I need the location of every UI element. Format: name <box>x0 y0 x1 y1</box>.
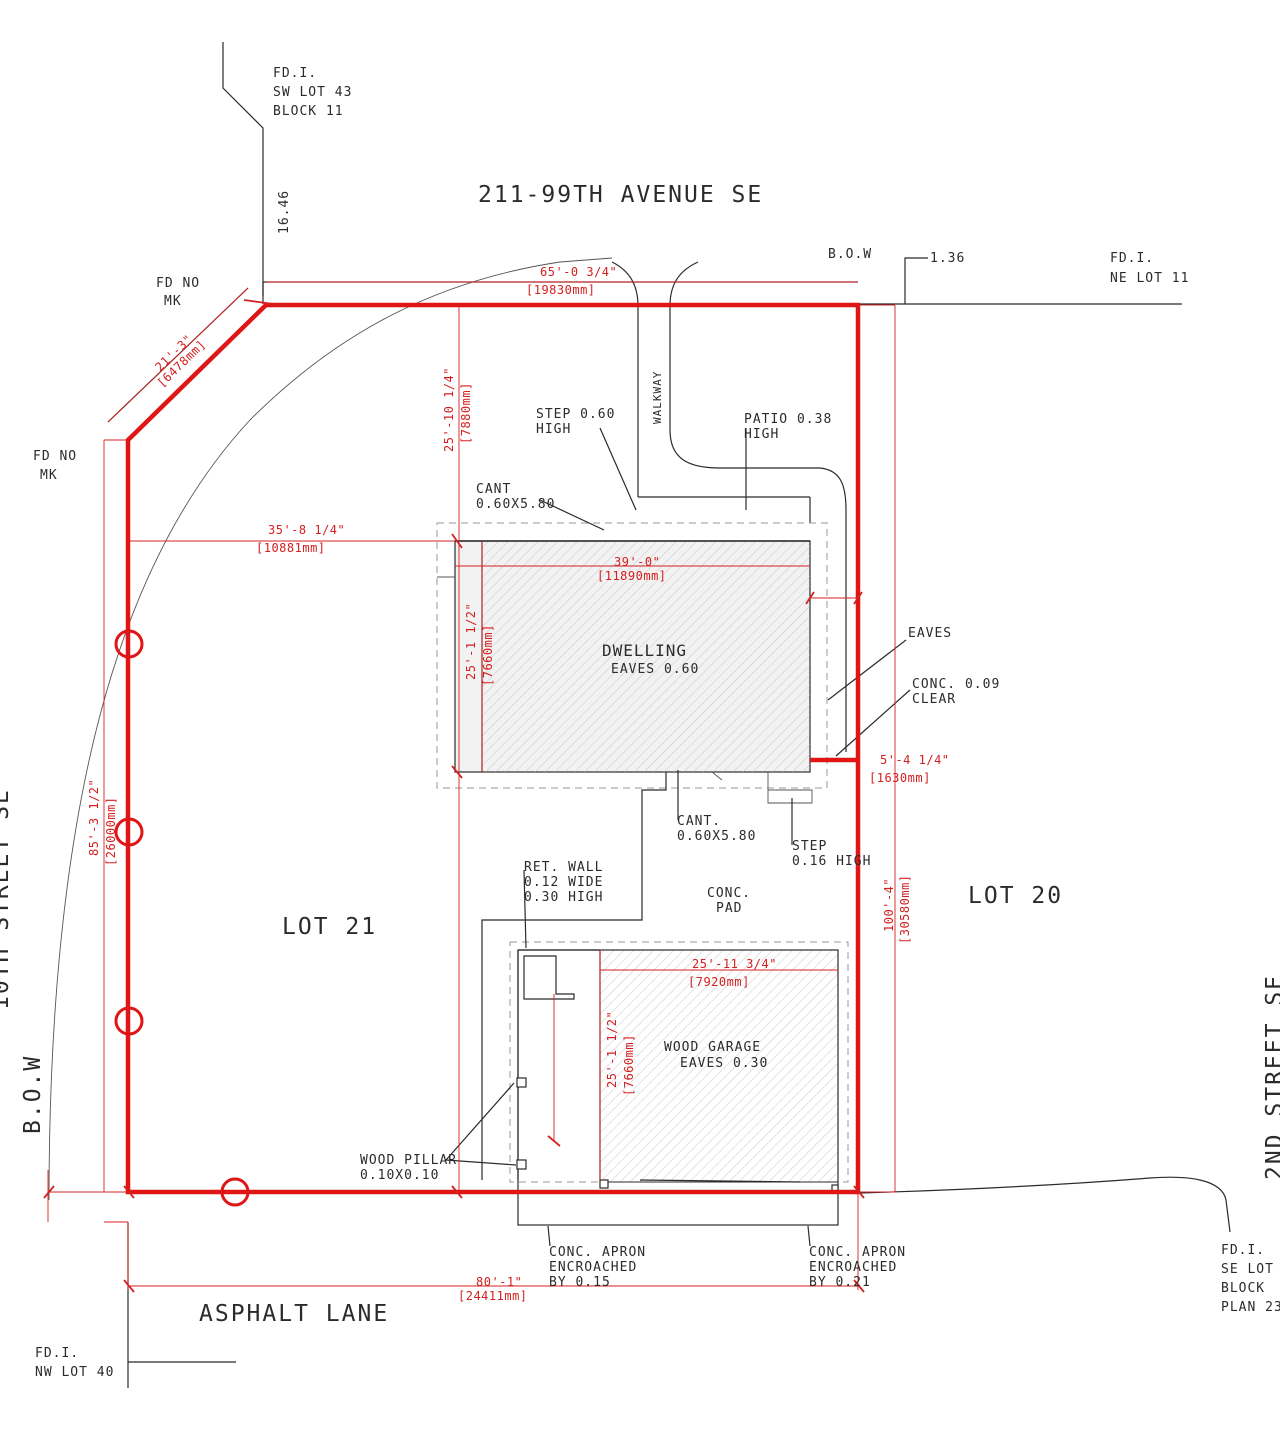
dwelling-label: DWELLING <box>602 641 687 660</box>
step-060-line1: STEP 0.60 <box>536 407 615 422</box>
wood-pillar-line1: WOOD PILLAR <box>360 1153 457 1168</box>
dim-dwelling-depth-mm: [7660mm] <box>481 624 495 686</box>
dim-garage-depth-mm: [7660mm] <box>622 1034 636 1096</box>
fd-no-mk-top-line2: MK <box>164 294 182 309</box>
dim-dwelling-width-mm: [11890mm] <box>597 569 667 583</box>
dim-garage-depth-ft: 25'-1 1/2" <box>605 1011 619 1088</box>
bow-top-label: B.O.W <box>828 247 872 262</box>
conc-clear-line2: CLEAR <box>912 692 956 707</box>
dim-dwelling-width-ft: 39'-0" <box>614 555 660 569</box>
fd-se-lot-line1: FD.I. <box>1221 1243 1265 1258</box>
apron-right-line1: CONC. APRON <box>809 1245 906 1260</box>
dim-lot-depth-right-mm: [30580mm] <box>898 874 912 944</box>
dim-front-setback-ft: 25'-10 1/4" <box>442 367 456 452</box>
dim-1-36: 1.36 <box>930 251 965 266</box>
apron-left-line1: CONC. APRON <box>549 1245 646 1260</box>
dim-top-frontage-ft: 65'-0 3/4" <box>540 265 617 279</box>
dim-garage-width-ft: 25'-11 3/4" <box>692 957 777 971</box>
fd-se-lot-line2: SE LOT <box>1221 1262 1274 1277</box>
patio-038-line1: PATIO 0.38 <box>744 412 832 427</box>
dim-garage-width-mm: [7920mm] <box>688 975 750 989</box>
ret-wall-line2: 0.12 WIDE <box>524 875 603 890</box>
asphalt-lane-label: ASPHALT LANE <box>199 1301 389 1327</box>
fd-no-mk-left-line2: MK <box>40 468 58 483</box>
dim-lot-depth-right-ft: 100'-4" <box>882 878 896 932</box>
lot21-label: LOT 21 <box>282 914 377 940</box>
garage <box>509 941 849 1226</box>
fd-nw-lot40-line1: FD.I. <box>35 1346 79 1361</box>
fd-ne-lot11-line1: FD.I. <box>1110 251 1154 266</box>
step-016-line1: STEP <box>792 839 827 854</box>
street-right-label: 2ND STREET SE <box>1262 974 1280 1180</box>
ret-wall-line3: 0.30 HIGH <box>524 890 603 905</box>
lot20-label: LOT 20 <box>968 883 1063 909</box>
dim-rear-width-ft: 80'-1" <box>476 1275 522 1289</box>
dim-side-setback-mm: [10881mm] <box>256 541 326 555</box>
walkway-label: WALKWAY <box>651 371 664 424</box>
fd-sw-lot43-line3: BLOCK 11 <box>273 104 344 119</box>
dimension-labels: 65'-0 3/4" [19830mm] 21'-3" [6478mm] 25'… <box>87 265 950 1303</box>
garage-eaves: EAVES 0.30 <box>680 1056 768 1071</box>
dim-lot-depth-left-ft: 85'-3 1/2" <box>87 779 101 856</box>
fd-no-mk-top-line1: FD NO <box>156 276 200 291</box>
conc-clear-line1: CONC. 0.09 <box>912 677 1000 692</box>
survey-labels: FD.I. SW LOT 43 BLOCK 11 211-99TH AVENUE… <box>0 66 1280 1380</box>
dimension-lines <box>43 281 896 1293</box>
leader-lines <box>445 427 911 1247</box>
dim-right-setback-mm: [1630mm] <box>869 771 931 785</box>
dwelling-eaves: EAVES 0.60 <box>611 662 699 677</box>
apron-right-line2: ENCROACHED <box>809 1260 897 1275</box>
avenue-label: 211-99TH AVENUE SE <box>478 182 763 208</box>
dim-front-setback-mm: [7880mm] <box>459 382 473 444</box>
conc-pad-line1: CONC. <box>707 886 751 901</box>
apron-left-line3: BY 0.15 <box>549 1275 611 1290</box>
fd-se-lot-line3: BLOCK <box>1221 1281 1265 1296</box>
dim-dwelling-depth-ft: 25'-1 1/2" <box>464 603 478 680</box>
fd-sw-lot43-line1: FD.I. <box>273 66 317 81</box>
cant-top-line1: CANT <box>476 482 511 497</box>
cant-bottom-line2: 0.60X5.80 <box>677 829 756 844</box>
conc-pad-line2: PAD <box>716 901 742 916</box>
street-left-label: 10TH STREET SE <box>0 788 14 1010</box>
dim-16-46: 16.46 <box>277 190 292 234</box>
fd-no-mk-left-line1: FD NO <box>33 449 77 464</box>
step-016-line2: 0.16 HIGH <box>792 854 871 869</box>
fd-sw-lot43-line2: SW LOT 43 <box>273 85 352 100</box>
cant-top-line2: 0.60X5.80 <box>476 497 555 512</box>
ret-wall-line1: RET. WALL <box>524 860 603 875</box>
apron-right-line3: BY 0.21 <box>809 1275 871 1290</box>
fd-ne-lot11-line2: NE LOT 11 <box>1110 271 1189 286</box>
patio-038-line2: HIGH <box>744 427 779 442</box>
dim-top-frontage-mm: [19830mm] <box>526 283 596 297</box>
dim-right-setback-ft: 5'-4 1/4" <box>880 753 950 767</box>
wood-garage-label: WOOD GARAGE <box>664 1040 761 1055</box>
cant-bottom-line1: CANT. <box>677 814 721 829</box>
step-060-line2: HIGH <box>536 422 571 437</box>
apron-left-line2: ENCROACHED <box>549 1260 637 1275</box>
fd-nw-lot40-line2: NW LOT 40 <box>35 1365 114 1380</box>
dim-side-setback-ft: 35'-8 1/4" <box>268 523 345 537</box>
property-line <box>114 302 861 1207</box>
bow-left-label: B.O.W <box>20 1055 46 1134</box>
eaves-label: EAVES <box>908 626 952 641</box>
dim-rear-width-mm: [24411mm] <box>458 1289 528 1303</box>
wood-pillar-line2: 0.10X0.10 <box>360 1168 439 1183</box>
dim-lot-depth-left-mm: [26000mm] <box>104 796 118 866</box>
fd-se-lot-line4: PLAN 23 <box>1221 1300 1280 1315</box>
